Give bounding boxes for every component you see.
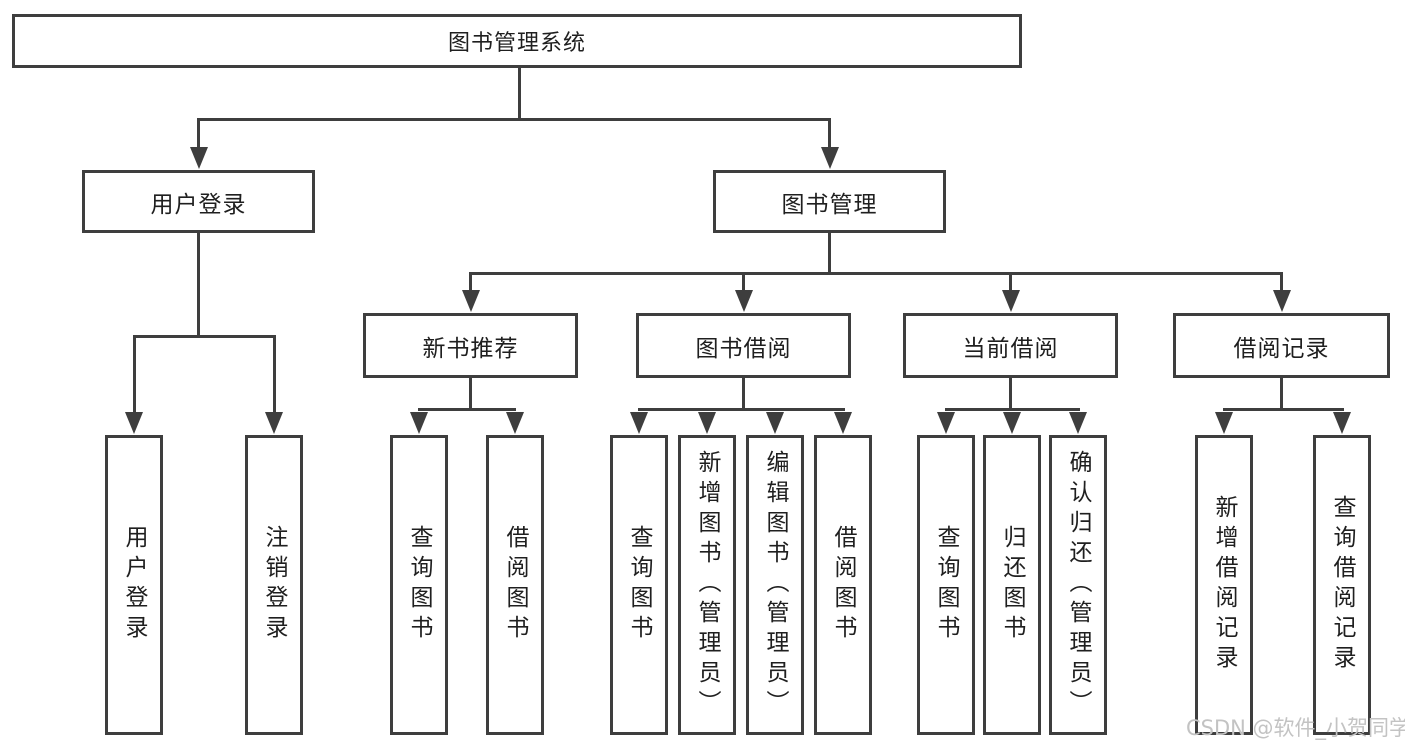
arrowhead-user-login <box>190 147 208 169</box>
node-book-borrow: 图书借阅 <box>636 313 851 378</box>
node-borrow-records: 借阅记录 <box>1173 313 1390 378</box>
node-user-login: 用户登录 <box>82 170 315 233</box>
arrowhead-bb-borrow <box>834 412 852 434</box>
arrowhead-nb-borrow <box>506 412 524 434</box>
connector-root-stem <box>518 68 521 118</box>
arrowhead-br-add <box>1215 412 1233 434</box>
arrowhead-cb-query <box>937 412 955 434</box>
arrowhead-new-books <box>462 290 480 312</box>
leaf-logout: 注销登录 <box>245 435 303 735</box>
arrowhead-bb-query <box>630 412 648 434</box>
arrowhead-br-query <box>1333 412 1351 434</box>
node-book-mgmt: 图书管理 <box>713 170 946 233</box>
connector-stem-current-borrow <box>1009 272 1012 290</box>
arrowhead-book-mgmt <box>821 147 839 169</box>
connector-level3-splitter <box>469 272 1282 275</box>
leaf-nb-query-books: 查询图书 <box>390 435 448 735</box>
connector-stem-leaf-logout <box>273 335 276 413</box>
arrowhead-current-borrow <box>1002 290 1020 312</box>
connector-new-books-splitter <box>418 408 516 411</box>
connector-borrow-records-stem <box>1280 378 1283 408</box>
leaf-br-query-record: 查询借阅记录 <box>1313 435 1371 735</box>
csdn-watermark: CSDN @软件_小贺同学 <box>1186 716 1405 740</box>
leaf-bb-query-books: 查询图书 <box>610 435 668 735</box>
node-root: 图书管理系统 <box>12 14 1022 68</box>
arrowhead-leaf-login <box>125 412 143 434</box>
arrowhead-leaf-logout <box>265 412 283 434</box>
leaf-bb-borrow-books: 借阅图书 <box>814 435 872 735</box>
connector-book-mgmt-stem <box>828 233 831 272</box>
connector-user-login-stem <box>197 233 200 335</box>
leaf-cb-confirm-return-admin: 确认归还（管理员） <box>1049 435 1107 735</box>
connector-current-borrow-splitter <box>945 408 1080 411</box>
node-current-borrow: 当前借阅 <box>903 313 1118 378</box>
connector-level1-splitter <box>197 118 831 121</box>
connector-stem-new-books <box>469 272 472 290</box>
arrowhead-book-borrow <box>735 290 753 312</box>
leaf-cb-return-books: 归还图书 <box>983 435 1041 735</box>
leaf-user-login: 用户登录 <box>105 435 163 735</box>
connector-stem-borrow-records <box>1280 272 1283 290</box>
arrowhead-cb-return <box>1003 412 1021 434</box>
leaf-cb-query-books: 查询图书 <box>917 435 975 735</box>
connector-book-borrow-stem <box>742 378 745 408</box>
connector-stem-leaf-login <box>133 335 136 413</box>
arrowhead-bb-add <box>698 412 716 434</box>
connector-borrow-records-splitter <box>1223 408 1344 411</box>
connector-stem-book-mgmt <box>828 118 831 150</box>
leaf-bb-edit-books-admin: 编辑图书（管理员） <box>746 435 804 735</box>
leaf-nb-borrow-books: 借阅图书 <box>486 435 544 735</box>
arrowhead-nb-query <box>410 412 428 434</box>
arrowhead-cb-confirm <box>1069 412 1087 434</box>
arrowhead-bb-edit <box>766 412 784 434</box>
leaf-bb-add-books-admin: 新增图书（管理员） <box>678 435 736 735</box>
connector-new-books-stem <box>469 378 472 408</box>
connector-stem-book-borrow <box>742 272 745 290</box>
connector-stem-user-login <box>197 118 200 150</box>
arrowhead-borrow-records <box>1273 290 1291 312</box>
connector-book-borrow-splitter <box>638 408 845 411</box>
connector-current-borrow-stem <box>1009 378 1012 408</box>
node-new-books: 新书推荐 <box>363 313 578 378</box>
leaf-br-add-record: 新增借阅记录 <box>1195 435 1253 735</box>
connector-user-login-splitter <box>133 335 275 338</box>
